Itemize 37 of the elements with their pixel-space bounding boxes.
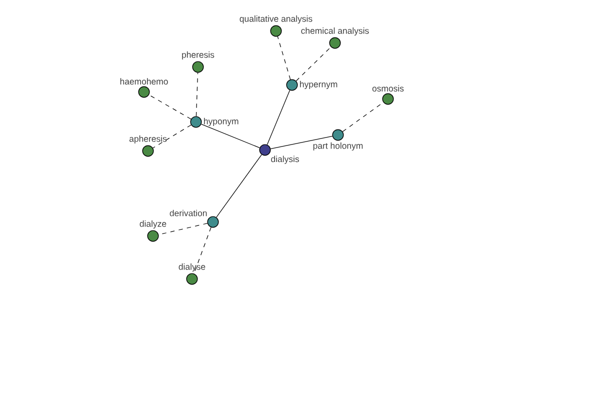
node-label: dialyze [140, 220, 166, 229]
node-label: qualitative analysis [240, 15, 312, 24]
link-line [201, 124, 260, 148]
link-line [148, 94, 192, 120]
term-node: dialysis [259, 144, 299, 164]
link-line [196, 72, 198, 117]
link-line [277, 36, 291, 80]
link-line [266, 90, 290, 145]
link-line [270, 136, 333, 150]
link-line [194, 227, 212, 274]
node-label: haemohemo [120, 78, 168, 85]
node-label: hypernym [300, 80, 338, 90]
node-label: hyponym [204, 118, 238, 126]
link-line [296, 46, 332, 82]
term-node: derivation [170, 210, 219, 228]
term-node: chemical analysis [301, 27, 369, 49]
link-line [152, 124, 192, 148]
node-label: part holonym [313, 142, 363, 151]
term-node: hypernym [286, 79, 338, 91]
link-line [216, 154, 262, 218]
node-label: chemical analysis [301, 27, 369, 36]
node-label: osmosis [372, 85, 404, 92]
term-node: part holonym [313, 129, 363, 151]
term-node: hyponym [190, 116, 238, 128]
term-node: apheresis [129, 135, 167, 157]
link-line [158, 222, 208, 235]
node-label: dialysis [271, 156, 300, 164]
term-node: osmosis [372, 85, 404, 105]
node-label: pheresis [182, 51, 214, 60]
link-line [342, 102, 384, 132]
term-node: dialyze [140, 220, 166, 242]
node-label: apheresis [129, 135, 167, 144]
node-label: derivation [170, 210, 207, 216]
term-node: haemohemo [120, 78, 168, 98]
node-label: dialyse [178, 263, 206, 272]
term-node: dialyse [178, 263, 206, 285]
term-node: pheresis [182, 51, 214, 73]
